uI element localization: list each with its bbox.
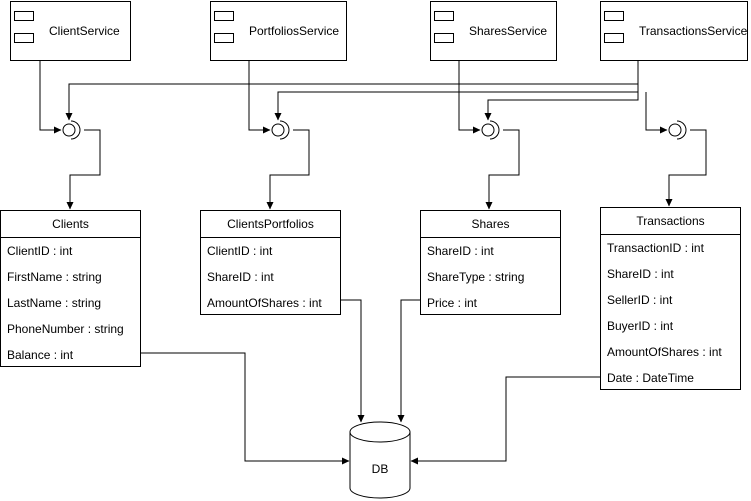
table-field: Date : DateTime <box>607 371 694 385</box>
transactions-table[interactable]: Transactions TransactionID : int ShareID… <box>600 207 741 390</box>
component-tab-icon <box>14 11 34 21</box>
portfolios-service-label: PortfoliosService <box>249 24 340 38</box>
client-service-label: ClientService <box>49 24 120 38</box>
component-tab-icon <box>434 33 454 43</box>
table-header: Clients <box>1 211 140 238</box>
table-field: FirstName : string <box>7 270 102 284</box>
table-field: Price : int <box>427 296 478 310</box>
clients-interface-to-table-line <box>66 129 101 210</box>
component-tab-icon <box>604 11 624 21</box>
component-tab-icon <box>14 33 34 43</box>
table-field: BuyerID : int <box>607 319 674 333</box>
table-header: Shares <box>421 211 560 238</box>
clients-to-db-line <box>140 352 350 465</box>
component-tab-icon <box>214 33 234 43</box>
table-field: AmountOfShares : int <box>607 345 722 359</box>
table-field: ShareID : int <box>607 267 674 281</box>
table-field: ShareID : int <box>207 270 274 284</box>
shares-interface-icon <box>481 120 500 140</box>
db-label: DB <box>371 462 389 476</box>
sharesservice-to-interface-line <box>458 61 481 134</box>
table-header: ClientsPortfolios <box>201 211 340 238</box>
transactions-interface-icon <box>668 120 687 140</box>
transactions-to-portfolios-interface-line <box>274 84 639 121</box>
shares-to-db-line <box>397 299 420 423</box>
transactions-service-label: TransactionsService <box>639 24 748 38</box>
table-field: ShareType : string <box>427 270 525 284</box>
db-cylinder-icon <box>349 421 411 499</box>
shares-table[interactable]: Shares ShareID : int ShareType : string … <box>420 210 561 315</box>
table-field: ClientID : int <box>7 244 73 258</box>
portfolios-interface-icon <box>271 120 290 140</box>
clients-table[interactable]: Clients ClientID : int FirstName : strin… <box>0 210 141 367</box>
table-field: Balance : int <box>7 348 74 362</box>
table-field: ShareID : int <box>427 244 494 258</box>
table-field: TransactionID : int <box>607 241 704 255</box>
transactionsservice-to-interface-line <box>645 92 668 134</box>
table-field: LastName : string <box>7 296 102 310</box>
transactions-to-db-line <box>410 376 600 465</box>
shares-service-component[interactable]: SharesService <box>430 1 557 61</box>
portfolios-interface-to-table-line <box>266 129 310 210</box>
client-service-component[interactable]: ClientService <box>10 1 131 61</box>
transactions-to-clients-interface-line <box>65 61 639 121</box>
portfoliosservice-to-interface-line <box>248 61 271 134</box>
table-field: AmountOfShares : int <box>207 296 322 310</box>
transactions-to-shares-interface-line <box>484 92 639 121</box>
clients-interface-icon <box>62 120 81 140</box>
shares-service-label: SharesService <box>469 24 548 38</box>
portfolios-to-db-line <box>340 299 365 423</box>
component-tab-icon <box>214 11 234 21</box>
component-tab-icon <box>604 33 624 43</box>
table-field: ClientID : int <box>207 244 273 258</box>
table-field: SellerID : int <box>607 293 673 307</box>
table-header: Transactions <box>601 208 740 235</box>
component-tab-icon <box>434 11 454 21</box>
transactions-interface-to-table-line <box>665 129 707 207</box>
clients-portfolios-table[interactable]: ClientsPortfolios ClientID : int ShareID… <box>200 210 341 315</box>
portfolios-service-component[interactable]: PortfoliosService <box>210 1 347 61</box>
table-field: PhoneNumber : string <box>7 322 124 336</box>
transactions-service-component[interactable]: TransactionsService <box>600 1 748 61</box>
clientservice-to-interface-line <box>39 61 62 134</box>
shares-interface-to-table-line <box>485 129 520 210</box>
